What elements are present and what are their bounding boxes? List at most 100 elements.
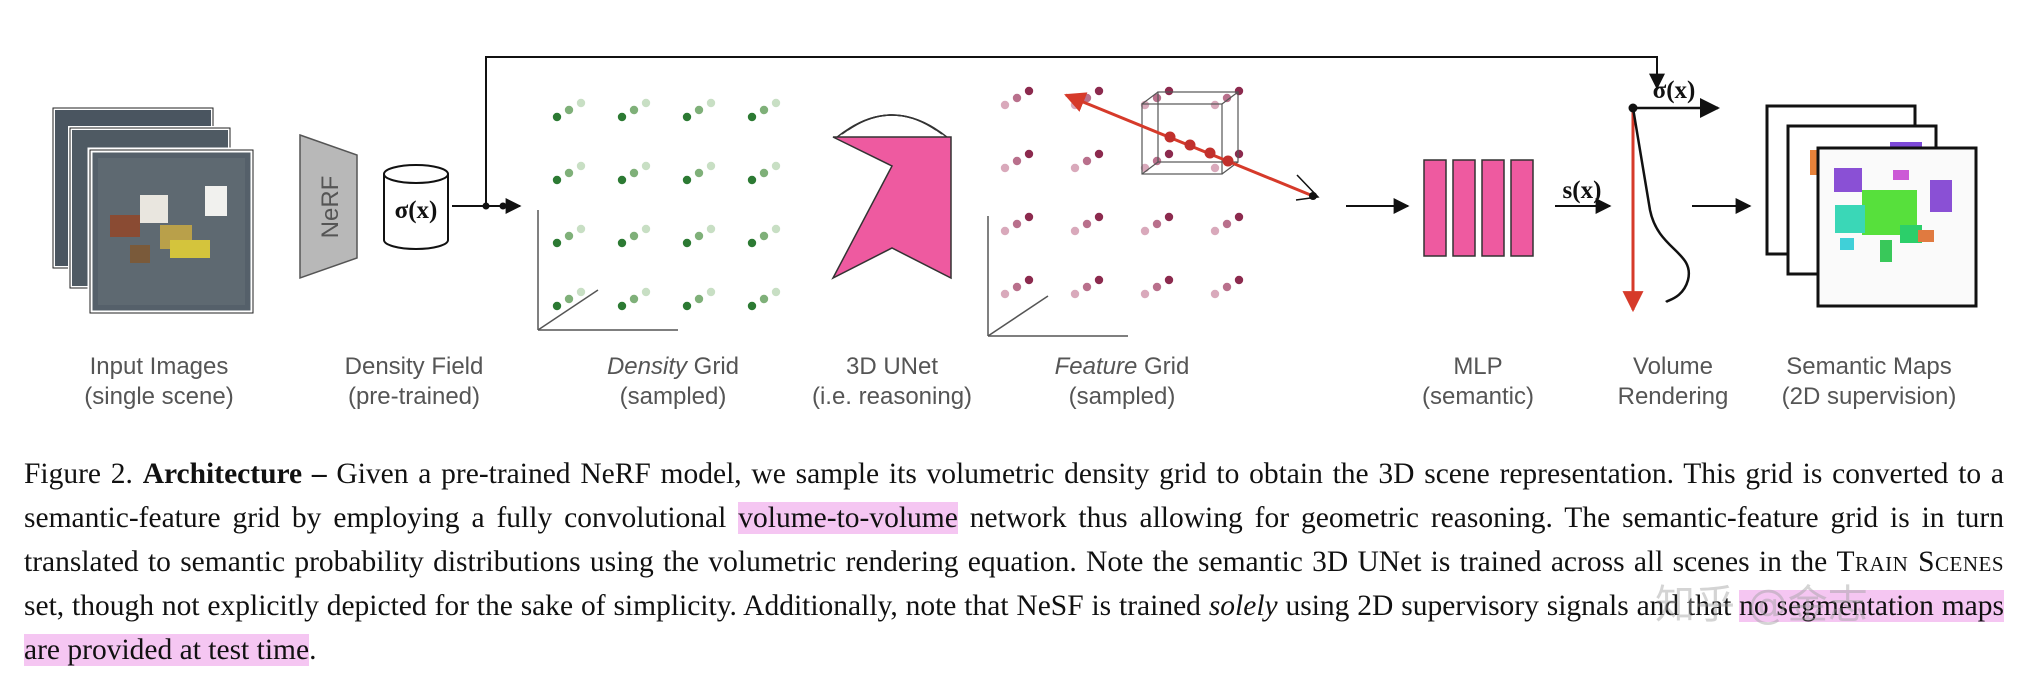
grid-point <box>694 168 704 178</box>
s-of-x-label: s(x) <box>1563 177 1602 204</box>
highlight-volume-to-volume: volume-to-volume <box>738 502 958 534</box>
grid-point <box>1094 86 1104 96</box>
caption-text-2: network thus allowing for geometric reas… <box>24 502 2005 578</box>
grid-point <box>576 287 586 297</box>
caption-text-4: using 2D supervisory signals and that <box>1277 590 1740 622</box>
grid-point <box>1164 86 1174 96</box>
grid-point <box>682 301 692 311</box>
grid-point <box>1000 226 1010 236</box>
nerf-label: NeRF <box>317 176 344 239</box>
stage-label-density-field: Density Field <box>345 353 484 380</box>
grid-point <box>1152 282 1162 292</box>
stage-label-mlp: MLP <box>1453 353 1502 380</box>
grid-axis-depth <box>987 295 1049 337</box>
train-scenes-term: Train Scenes <box>1836 546 2005 578</box>
grid-point <box>552 238 562 248</box>
grid-point <box>759 231 769 241</box>
grid-point <box>1222 282 1232 292</box>
grid-point <box>1012 93 1022 103</box>
caption-text-1: Given a pre-trained NeRF model, we sampl… <box>24 458 2004 534</box>
grid-point <box>1234 275 1244 285</box>
grid-point <box>1234 212 1244 222</box>
grid-point <box>1070 289 1080 299</box>
grid-point <box>1082 156 1092 166</box>
grid-point <box>1222 93 1232 103</box>
figure-caption: Figure 2. Architecture – Given a pre-tra… <box>24 452 2004 672</box>
grid-point <box>576 224 586 234</box>
stage-label-volume: Volume <box>1633 353 1713 380</box>
grid-point <box>1070 100 1080 110</box>
grid-point <box>1082 219 1092 229</box>
stage-sublabel-input-images: (single scene) <box>84 383 233 410</box>
unet-block <box>831 114 952 280</box>
grid-point <box>1210 163 1220 173</box>
grid-point <box>552 175 562 185</box>
density-field-cylinder: σ(x) <box>383 164 449 250</box>
grid-point <box>759 168 769 178</box>
grid-point <box>641 98 651 108</box>
caption-text-5: . <box>309 634 317 666</box>
grid-point <box>1094 149 1104 159</box>
grid-point <box>641 287 651 297</box>
stage-label-unet: 3D UNet <box>846 353 938 380</box>
stage-label-input-images: Input Images <box>90 353 229 380</box>
grid-point <box>771 224 781 234</box>
grid-point <box>564 231 574 241</box>
grid-point <box>1234 149 1244 159</box>
grid-point <box>694 231 704 241</box>
grid-point <box>694 294 704 304</box>
grid-point <box>1164 212 1174 222</box>
junction-dot-2 <box>499 202 507 210</box>
grid-point <box>1070 226 1080 236</box>
grid-point <box>564 294 574 304</box>
grid-point <box>1164 275 1174 285</box>
stage-label-semantic-maps: Semantic Maps <box>1786 353 1951 380</box>
grid-point <box>1222 219 1232 229</box>
grid-point <box>1140 226 1150 236</box>
grid-point <box>1152 93 1162 103</box>
grid-point <box>1210 289 1220 299</box>
volume-rendering-plot: σ(x) <box>1622 77 1720 313</box>
grid-point <box>1070 163 1080 173</box>
grid-point <box>617 175 627 185</box>
caption-figure-number: Figure 2. <box>24 458 133 490</box>
grid-point <box>564 105 574 115</box>
grid-point <box>617 112 627 122</box>
grid-point <box>629 105 639 115</box>
grid-point <box>747 175 757 185</box>
grid-point <box>747 112 757 122</box>
grid-point <box>1094 275 1104 285</box>
architecture-figure: NeRF σ(x) <box>51 56 1978 410</box>
grid-point <box>1152 156 1162 166</box>
stage-label-density-grid: Density Grid <box>607 353 739 380</box>
grid-point <box>747 301 757 311</box>
grid-point <box>706 224 716 234</box>
semantic-maps-stack <box>1765 104 1978 308</box>
sampling-ray <box>1064 91 1320 201</box>
grid-point <box>747 238 757 248</box>
grid-axis-depth <box>537 289 599 331</box>
grid-point <box>617 238 627 248</box>
grid-point <box>1082 282 1092 292</box>
grid-point <box>1164 149 1174 159</box>
stage-sublabel-density-grid: (sampled) <box>620 383 727 410</box>
caption-paragraph: Figure 2. Architecture – Given a pre-tra… <box>24 452 2004 672</box>
nerf-block: NeRF <box>299 133 358 280</box>
grid-point <box>694 105 704 115</box>
caption-text-3: set, though not explicitly depicted for … <box>24 590 1209 622</box>
grid-point <box>629 231 639 241</box>
grid-point <box>1000 100 1010 110</box>
grid-point <box>771 161 781 171</box>
stage-labels: Input Images (single scene) Density Fiel… <box>84 353 1956 410</box>
caption-italic-solely: solely <box>1208 590 1278 622</box>
grid-point <box>576 98 586 108</box>
stage-sublabel-density-field: (pre-trained) <box>348 383 480 410</box>
grid-point <box>552 112 562 122</box>
mlp-block <box>1423 159 1534 257</box>
grid-point <box>1000 163 1010 173</box>
grid-point <box>706 98 716 108</box>
grid-point <box>1012 219 1022 229</box>
stage-label-feature-grid: Feature Grid <box>1055 353 1190 380</box>
grid-point <box>1024 212 1034 222</box>
grid-point <box>1012 156 1022 166</box>
